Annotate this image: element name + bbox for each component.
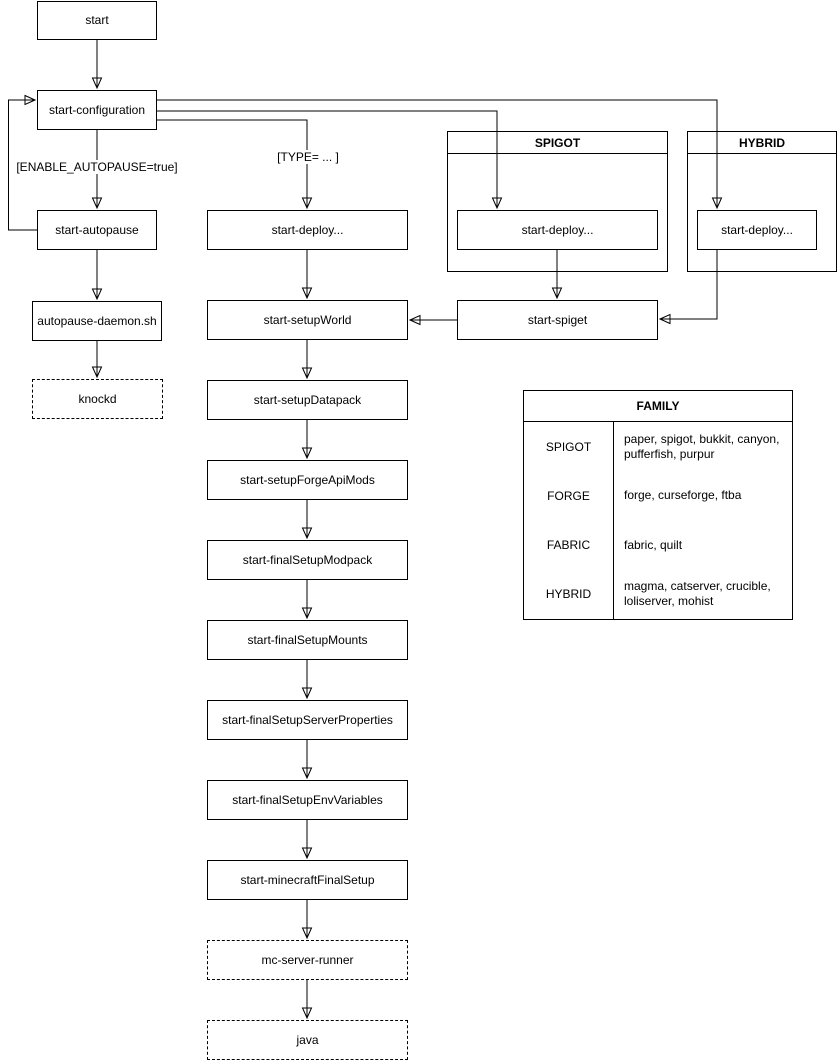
node-start-setupdatapack: start-setupDatapack <box>207 380 408 420</box>
family-table-title: FAMILY <box>524 391 792 422</box>
node-start-finalsetupserverproperties: start-finalSetupServerProperties <box>207 700 408 740</box>
group-spigot-title: SPIGOT <box>448 132 667 154</box>
node-start-setupworld: start-setupWorld <box>207 300 408 340</box>
edge-configuration-to-hybrid-deploy <box>157 99 717 208</box>
node-start-configuration: start-configuration <box>37 90 157 130</box>
edge-label-type: [TYPE= ... ] <box>275 150 341 164</box>
edge-autopause-loop-to-configuration <box>8 100 37 231</box>
node-start-finalsetupenvvariables: start-finalSetupEnvVariables <box>207 780 408 820</box>
family-table-body: SPIGOT paper, spigot, bukkit, canyon, pu… <box>524 422 792 619</box>
node-knockd: knockd <box>32 379 163 419</box>
node-java: java <box>207 1020 408 1060</box>
node-start-autopause: start-autopause <box>37 210 157 250</box>
node-spigot-start-deploy: start-deploy... <box>457 210 658 250</box>
node-hybrid-start-deploy: start-deploy... <box>697 210 817 250</box>
node-start-deploy: start-deploy... <box>207 210 408 250</box>
family-table: FAMILY SPIGOT paper, spigot, bukkit, can… <box>523 390 793 620</box>
family-name: SPIGOT <box>524 422 614 472</box>
node-start-finalsetupmounts: start-finalSetupMounts <box>207 620 408 660</box>
family-name: HYBRID <box>524 569 614 619</box>
family-members: magma, catserver, crucible, loliserver, … <box>624 579 771 609</box>
node-autopause-daemon: autopause-daemon.sh <box>32 301 162 341</box>
edge-configuration-to-spigot-deploy <box>157 110 497 208</box>
node-start: start <box>37 1 157 40</box>
family-row-spigot: SPIGOT paper, spigot, bukkit, canyon, pu… <box>524 422 792 472</box>
family-members: fabric, quilt <box>624 537 683 552</box>
family-name: FABRIC <box>524 520 614 570</box>
family-row-fabric: FABRIC fabric, quilt <box>524 520 792 570</box>
edge-label-enable-autopause: [ENABLE_AUTOPAUSE=true] <box>14 160 180 174</box>
family-members: paper, spigot, bukkit, canyon, pufferfis… <box>624 431 780 461</box>
group-hybrid: HYBRID <box>687 131 837 272</box>
node-start-spiget: start-spiget <box>457 300 658 340</box>
edge-configuration-to-deploy <box>157 119 307 208</box>
family-row-forge: FORGE forge, curseforge, ftba <box>524 471 792 521</box>
family-name: FORGE <box>524 471 614 521</box>
edge-hybrid-deploy-to-spiget <box>660 250 718 319</box>
group-spigot: SPIGOT <box>447 131 668 272</box>
family-row-hybrid: HYBRID magma, catserver, crucible, lolis… <box>524 569 792 619</box>
node-mc-server-runner: mc-server-runner <box>207 940 408 980</box>
family-members: forge, curseforge, ftba <box>624 488 742 503</box>
node-start-minecraftfinalsetup: start-minecraftFinalSetup <box>207 860 408 900</box>
node-start-setupforgeapimods: start-setupForgeApiMods <box>207 460 408 500</box>
node-start-finalsetupmodpack: start-finalSetupModpack <box>207 540 408 580</box>
group-hybrid-title: HYBRID <box>688 132 836 154</box>
